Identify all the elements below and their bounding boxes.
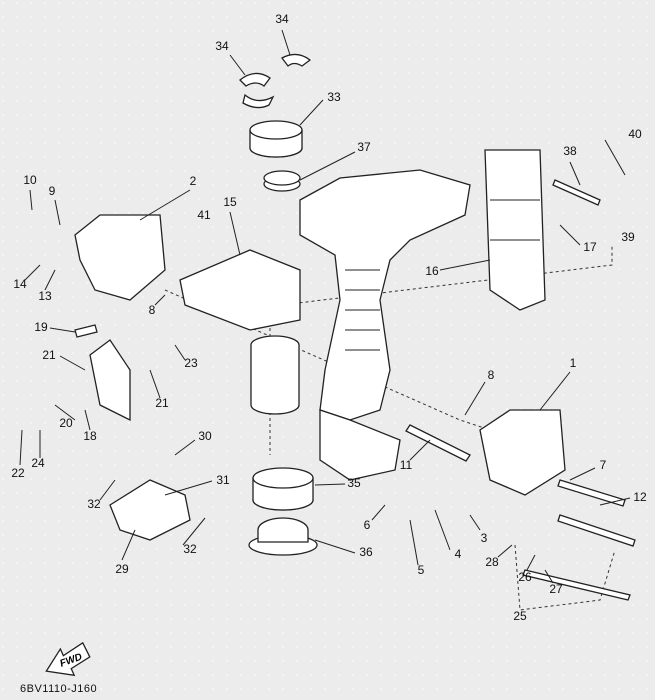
part-bushing-33 xyxy=(249,120,303,158)
callout-label: 28 xyxy=(485,555,499,569)
callout-label: 8 xyxy=(149,303,156,317)
callout-label: 17 xyxy=(583,240,597,254)
callout-label: 34 xyxy=(215,39,229,53)
callout-label: 9 xyxy=(49,184,56,198)
callout-label: 1 xyxy=(570,356,577,370)
callout-label: 37 xyxy=(357,140,371,154)
assembly-guide-lines xyxy=(164,245,616,611)
diagram-code: 6BV1110-J160 xyxy=(20,683,98,695)
callout-label: 8 xyxy=(488,368,495,382)
callout-label: 29 xyxy=(115,562,129,576)
callout-label: 20 xyxy=(59,416,73,430)
callout-label: 36 xyxy=(359,545,373,559)
callout-label: 39 xyxy=(621,230,635,244)
callout-label: 15 xyxy=(223,195,237,209)
callout-label: 38 xyxy=(563,144,577,158)
callout-label: 21 xyxy=(42,348,56,362)
part-clamp-bracket-1 xyxy=(479,409,566,496)
callout-label: 19 xyxy=(34,320,48,334)
callout-label: 33 xyxy=(327,90,341,104)
callout-label: 34 xyxy=(275,12,289,26)
part-callouts: 34 34 33 37 2 10 9 41 15 40 38 17 39 16 … xyxy=(11,12,647,623)
callout-label: 2 xyxy=(190,174,197,188)
callout-label: 21 xyxy=(155,396,169,410)
callout-label: 31 xyxy=(216,473,230,487)
callout-label: 10 xyxy=(23,173,37,187)
callout-label: 40 xyxy=(628,127,642,141)
part-upper-casing xyxy=(299,169,471,481)
callout-label: 25 xyxy=(513,609,527,623)
callout-label: 18 xyxy=(83,429,97,443)
part-clamp-bracket-2 xyxy=(74,214,166,301)
callout-label: 5 xyxy=(418,563,425,577)
callout-label: 11 xyxy=(400,458,413,472)
callout-label: 35 xyxy=(347,476,361,490)
part-swivel-bracket-15 xyxy=(179,249,301,415)
part-clips-34 xyxy=(239,53,312,109)
callout-label: 30 xyxy=(198,429,212,443)
callout-label: 12 xyxy=(633,490,647,504)
callout-label: 16 xyxy=(425,264,439,278)
callout-label: 13 xyxy=(38,289,52,303)
callout-label: 7 xyxy=(600,458,607,472)
callout-label: 6 xyxy=(364,518,371,532)
callout-label: 41 xyxy=(197,208,211,222)
part-ring-37 xyxy=(263,170,301,192)
part-bushing-35 xyxy=(252,467,314,511)
callout-label: 32 xyxy=(183,542,197,556)
part-lever-29 xyxy=(109,479,191,541)
callout-label: 24 xyxy=(31,456,45,470)
callout-label: 4 xyxy=(455,547,462,561)
callout-label: 23 xyxy=(184,356,198,370)
part-cover-36 xyxy=(248,517,318,556)
callout-label: 22 xyxy=(11,466,25,480)
fwd-arrow-icon: FWD xyxy=(45,641,91,677)
callout-label: 27 xyxy=(549,582,563,596)
callout-label: 32 xyxy=(87,497,101,511)
callout-label: 14 xyxy=(13,277,27,291)
leader-lines xyxy=(19,29,631,584)
callout-label: 26 xyxy=(518,570,532,584)
callout-label: 3 xyxy=(481,531,488,545)
part-steering-housing-16 xyxy=(484,149,546,311)
